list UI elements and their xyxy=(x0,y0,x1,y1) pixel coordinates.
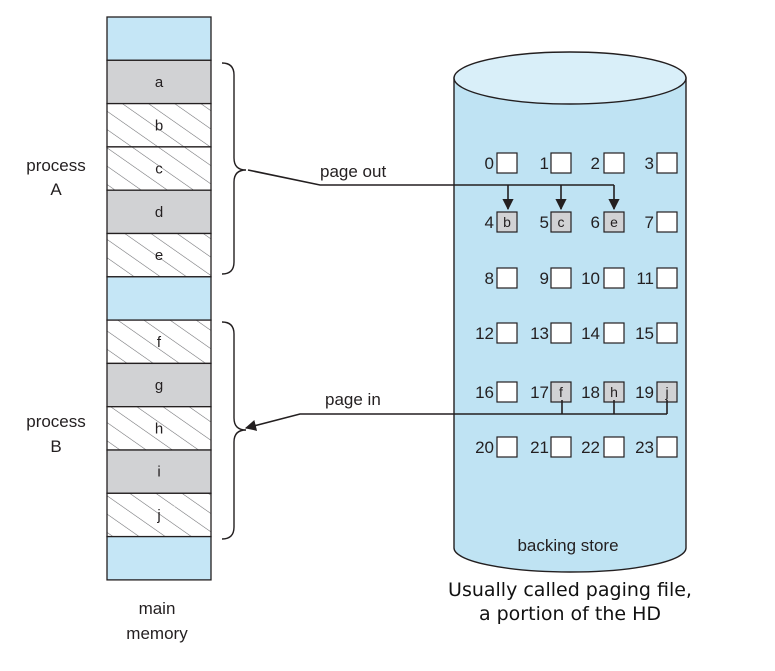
slot-box xyxy=(496,381,518,403)
slot-box xyxy=(656,322,678,344)
slot-box-filled xyxy=(496,211,518,233)
slot-number: 7 xyxy=(645,213,654,232)
slot-box xyxy=(656,152,678,174)
caption-line1: Usually called paging file, xyxy=(448,579,692,601)
slot-box xyxy=(496,322,518,344)
slot-number: 12 xyxy=(475,324,494,343)
memory-cell xyxy=(106,319,212,365)
caption-line2: a portion of the HD xyxy=(478,603,662,625)
main-memory-column: a b c d e f g h i j xyxy=(106,16,212,581)
slot-number: 20 xyxy=(475,438,494,457)
caption: Usually called paging file, a portion of… xyxy=(400,578,740,626)
memory-cell xyxy=(106,535,212,581)
slot-box xyxy=(550,267,572,289)
slot-page-label: h xyxy=(610,384,618,400)
slot-page-label: f xyxy=(559,384,563,400)
backing-store-label: backing store xyxy=(517,536,618,555)
slot-box xyxy=(603,322,625,344)
memory-cell-label: a xyxy=(155,74,164,91)
memory-cell-label: b xyxy=(155,117,163,134)
slot-number: 23 xyxy=(635,438,654,457)
slot-number: 22 xyxy=(581,438,600,457)
memory-cell xyxy=(106,492,212,538)
slot-number: 9 xyxy=(540,269,549,288)
process-b-label-line1: process xyxy=(26,412,86,431)
slot-number: 17 xyxy=(530,383,549,402)
page-out-label: page out xyxy=(320,162,386,181)
memory-cell xyxy=(106,406,212,451)
slot-number: 8 xyxy=(485,269,494,288)
slot-box xyxy=(496,436,518,458)
memory-cell-label: e xyxy=(155,247,163,264)
memory-cell-label: i xyxy=(157,464,160,481)
slot-number: 21 xyxy=(530,438,549,457)
process-b-brace xyxy=(221,321,247,540)
memory-cell xyxy=(106,16,212,61)
slot-number: 11 xyxy=(636,269,654,288)
memory-cell-label: f xyxy=(157,334,162,351)
slot-box-filled xyxy=(550,211,572,233)
slot-number: 16 xyxy=(475,383,494,402)
memory-cell xyxy=(106,146,212,191)
slot-box-filled xyxy=(550,381,572,403)
slot-box xyxy=(550,322,572,344)
slot-box-filled xyxy=(603,211,625,233)
slot-box xyxy=(496,152,518,174)
slot-number: 3 xyxy=(645,154,654,173)
backing-store-cylinder xyxy=(453,51,687,573)
main-memory-label-line2: memory xyxy=(126,624,188,643)
slot-number: 5 xyxy=(540,213,549,232)
memory-cell-label: g xyxy=(155,377,163,394)
slot-number: 15 xyxy=(635,324,654,343)
slot-number: 14 xyxy=(581,324,600,343)
slot-page-label: c xyxy=(558,214,565,230)
slot-page-label: b xyxy=(503,214,511,230)
slot-number: 18 xyxy=(581,383,600,402)
process-a-label-line2: A xyxy=(50,180,62,199)
page-in-label: page in xyxy=(325,390,381,409)
memory-cell-label: c xyxy=(155,161,163,178)
slot-number: 6 xyxy=(591,213,600,232)
slot-box xyxy=(550,152,572,174)
memory-cell-label: d xyxy=(155,204,163,221)
process-a-brace xyxy=(221,62,247,275)
slot-number: 0 xyxy=(485,154,494,173)
slot-number: 2 xyxy=(591,154,600,173)
main-memory-label-line1: main xyxy=(139,599,176,618)
memory-cell xyxy=(106,276,212,321)
slot-box xyxy=(656,267,678,289)
process-b-label-line2: B xyxy=(50,437,61,456)
slot-box xyxy=(656,211,678,233)
slot-number: 4 xyxy=(485,213,494,232)
page-in-arrow xyxy=(244,400,668,431)
memory-cell-label: h xyxy=(155,420,163,437)
memory-cell-label: j xyxy=(156,507,160,524)
memory-cell xyxy=(106,59,212,105)
slot-number: 1 xyxy=(540,154,549,173)
page-out-arrow xyxy=(247,169,620,211)
slot-box xyxy=(603,152,625,174)
slot-box xyxy=(656,436,678,458)
process-a-label-line1: process xyxy=(26,156,86,175)
slot-box xyxy=(550,436,572,458)
slot-page-label: j xyxy=(664,384,668,400)
slot-number: 19 xyxy=(635,383,654,402)
slot-number: 13 xyxy=(530,324,549,343)
memory-cell xyxy=(106,449,212,494)
slot-box xyxy=(603,267,625,289)
memory-cell xyxy=(106,102,212,148)
slot-page-label: e xyxy=(610,214,618,230)
memory-cell xyxy=(106,189,212,235)
slot-box xyxy=(496,267,518,289)
slot-box xyxy=(603,436,625,458)
slot-number: 10 xyxy=(581,269,600,288)
